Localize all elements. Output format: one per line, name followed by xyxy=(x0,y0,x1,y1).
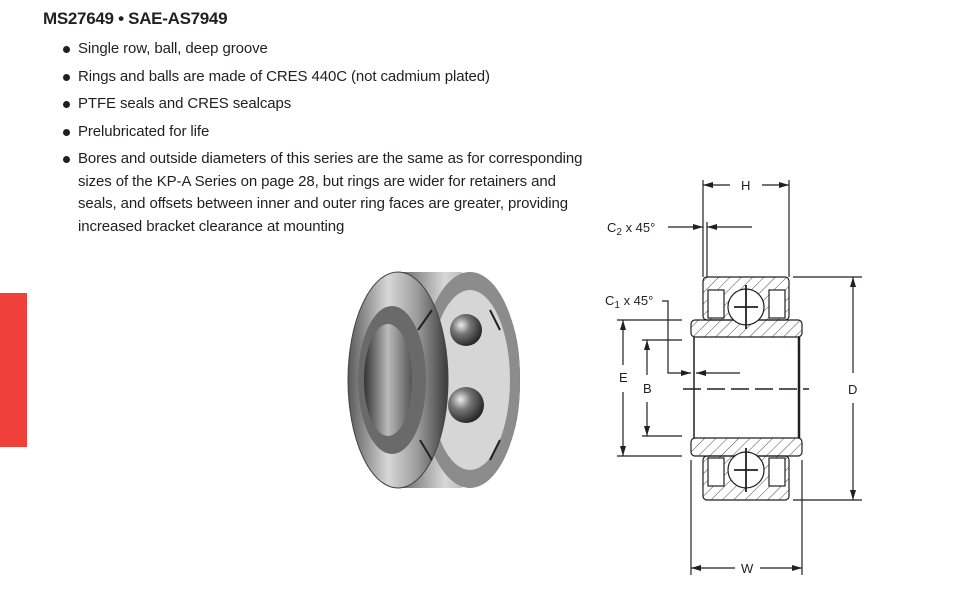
list-item: Single row, ball, deep groove xyxy=(62,38,592,61)
section-tab-marker xyxy=(0,293,27,447)
ball xyxy=(448,387,484,423)
bullet-icon xyxy=(63,128,70,136)
list-item: PTFE seals and CRES sealcaps xyxy=(62,93,592,116)
dimension-h-label: H xyxy=(741,178,750,193)
feature-text: Single row, ball, deep groove xyxy=(78,40,268,57)
dimension-d-label: D xyxy=(848,382,857,397)
feature-text: Prelubricated for life xyxy=(78,122,210,140)
bullet-icon xyxy=(63,46,70,53)
bullet-icon xyxy=(63,156,70,163)
dimension-b-label: B xyxy=(643,381,652,396)
seal-edges xyxy=(417,309,501,461)
dimension-e-label: E xyxy=(619,370,628,385)
list-item: Rings and balls are made of CRES 440C (n… xyxy=(62,66,592,89)
feature-text: PTFE seals and CRES sealcaps xyxy=(78,95,292,112)
dimension-c2-label: C2 x 45° xyxy=(607,220,655,238)
bullet-icon xyxy=(63,73,70,81)
cage-area xyxy=(430,290,510,470)
ball xyxy=(450,314,482,346)
feature-list: Single row, ball, deep groove Rings and … xyxy=(62,38,592,243)
list-item: Bores and outside diameters of this seri… xyxy=(62,148,592,238)
feature-text: Bores and outside diameters of this seri… xyxy=(78,150,583,235)
feature-text: Rings and balls are made of CRES 440C (n… xyxy=(78,67,490,85)
list-item: Prelubricated for life xyxy=(62,121,592,144)
bullet-icon xyxy=(63,101,70,108)
page-title: MS27649 • SAE-AS7949 xyxy=(43,9,228,28)
dimension-c1-label: C1 x 45° xyxy=(605,293,653,311)
dimension-w-label: W xyxy=(741,561,754,576)
bore xyxy=(364,324,412,436)
